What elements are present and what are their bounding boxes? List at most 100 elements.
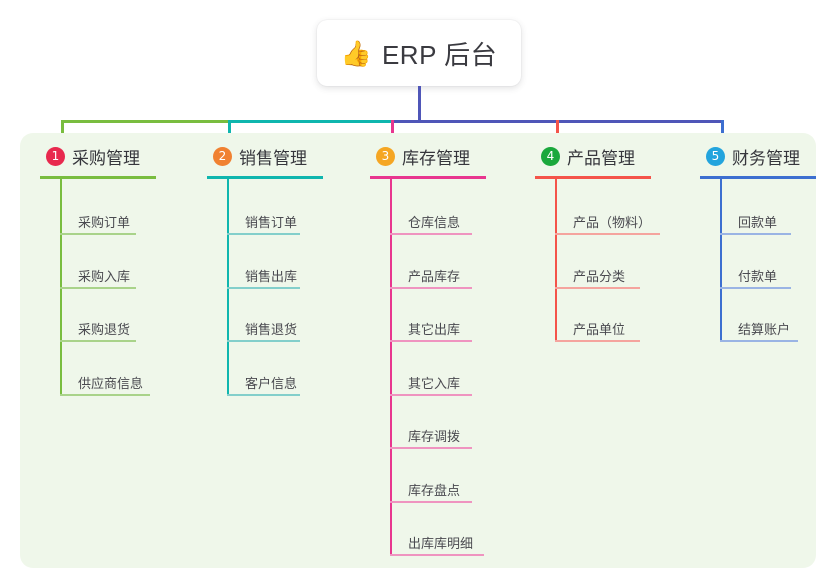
leaf-item-label: 仓库信息 — [408, 215, 461, 230]
leaf-item-rule — [227, 393, 300, 396]
branch-badge-4: 4 — [541, 146, 560, 166]
leaf-item-label: 采购退货 — [78, 322, 131, 337]
leaf-item-rule — [60, 393, 150, 396]
branch-column-2: 2 销售管理销售订单销售出库销售退货客户信息 — [195, 144, 323, 396]
leaf-item-rule — [390, 286, 472, 289]
leaf-item-rule — [60, 340, 136, 342]
branch-column-4: 4 产品管理产品（物料） 产品分类产品单位 — [523, 144, 660, 342]
leaf-item[interactable]: 销售出库 — [227, 266, 300, 289]
leaf-item-label: 销售出库 — [245, 268, 298, 284]
leaf-item[interactable]: 客户信息 — [227, 373, 300, 396]
leaf-item-label: 产品分类 — [573, 268, 626, 284]
branch-badge-2: 2 — [213, 146, 232, 166]
leaf-item-rule — [555, 340, 640, 342]
branch-label-4: 产品管理 — [567, 148, 635, 168]
branch-column-1: 1 采购管理采购订单采购入库采购退货供应商信息 — [28, 144, 156, 396]
leaf-item-rule — [720, 340, 798, 342]
leaf-item[interactable]: 结算账户 — [720, 319, 798, 342]
leaf-item[interactable]: 采购入库 — [60, 266, 136, 289]
branch-label-2: 销售管理 — [239, 148, 307, 168]
leaf-item-rule — [720, 233, 791, 235]
root-title: ERP 后台 — [381, 39, 498, 70]
leaf-item-rule — [227, 233, 300, 235]
branch-label-5: 财务管理 — [732, 148, 800, 168]
leaf-item[interactable]: 采购订单 — [60, 212, 136, 235]
leaf-item[interactable]: 产品分类 — [555, 266, 640, 289]
leaf-item-label: 产品单位 — [573, 322, 626, 337]
bus-segment-2 — [228, 120, 394, 123]
branch-rule-3 — [370, 176, 486, 179]
branch-column-3: 3 库存管理仓库信息产品库存其它出库其它入库库存调拨库存盘点出库库明细 — [358, 144, 486, 556]
leaf-item-rule — [720, 286, 791, 289]
leaf-item-rule — [390, 554, 484, 556]
leaf-item[interactable]: 仓库信息 — [390, 212, 472, 235]
leaf-item-label: 销售退货 — [245, 322, 298, 337]
leaf-item-label: 采购入库 — [78, 268, 131, 284]
leaf-item-label: 库存调拨 — [408, 429, 461, 444]
leaf-item-rule — [227, 340, 300, 342]
branch-rule-1 — [40, 176, 156, 179]
leaf-item[interactable]: 销售退货 — [227, 319, 300, 342]
leaf-item-label: 销售订单 — [245, 215, 298, 230]
branch-rule-2 — [207, 176, 323, 179]
leaf-item-rule — [390, 233, 472, 235]
branch-spine-1 — [60, 176, 62, 396]
leaf-item-label: 出库库明细 — [408, 536, 474, 551]
branch-header-4[interactable]: 4 产品管理 — [523, 144, 635, 168]
leaf-item-label: 采购订单 — [78, 215, 131, 230]
branch-header-5[interactable]: 5 财务管理 — [688, 144, 800, 168]
bus-segment-4 — [556, 120, 724, 123]
leaf-item-rule — [60, 233, 136, 235]
branch-label-3: 库存管理 — [402, 148, 470, 168]
branch-spine-3 — [390, 176, 392, 556]
leaf-item[interactable]: 产品单位 — [555, 319, 640, 342]
branch-label-1: 采购管理 — [72, 148, 140, 168]
leaf-item[interactable]: 销售订单 — [227, 212, 300, 235]
leaf-item[interactable]: 产品库存 — [390, 266, 472, 289]
leaf-item[interactable]: 库存盘点 — [390, 480, 472, 503]
branch-badge-3: 3 — [376, 146, 395, 166]
bus-segment-1 — [61, 120, 231, 123]
leaf-item-rule — [390, 447, 472, 449]
leaf-item[interactable]: 采购退货 — [60, 319, 136, 342]
leaf-item-label: 产品库存 — [408, 268, 461, 284]
root-stem — [418, 86, 421, 123]
thumbs-up-icon: 👍 — [340, 38, 372, 68]
leaf-item[interactable]: 其它入库 — [390, 373, 472, 396]
branch-rule-5 — [700, 176, 816, 179]
branch-header-1[interactable]: 1 采购管理 — [28, 144, 140, 168]
leaf-item[interactable]: 付款单 — [720, 266, 791, 289]
leaf-item-rule — [555, 286, 640, 289]
bus-segment-3 — [391, 120, 559, 123]
branch-spine-2 — [227, 176, 229, 396]
leaf-item-label: 产品（物料） — [573, 215, 652, 230]
branch-header-2[interactable]: 2 销售管理 — [195, 144, 307, 168]
leaf-item-label: 回款单 — [738, 215, 778, 230]
branch-badge-5: 5 — [706, 146, 725, 166]
leaf-item-label: 结算账户 — [738, 322, 791, 337]
leaf-item-rule — [390, 500, 472, 503]
leaf-item-label: 其它出库 — [408, 322, 461, 337]
leaf-item-rule — [227, 286, 300, 289]
root-node[interactable]: 👍 ERP 后台 — [317, 20, 521, 86]
branch-column-5: 5 财务管理回款单付款单结算账户 — [688, 144, 816, 342]
leaf-item-label: 库存盘点 — [408, 482, 461, 498]
branch-rule-4 — [535, 176, 651, 179]
leaf-item[interactable]: 库存调拨 — [390, 426, 472, 449]
leaf-item[interactable]: 其它出库 — [390, 319, 472, 342]
leaf-item[interactable]: 产品（物料） — [555, 212, 660, 235]
leaf-item-label: 供应商信息 — [78, 375, 144, 391]
leaf-item-rule — [390, 393, 472, 396]
branch-spine-4 — [555, 176, 557, 342]
leaf-item-label: 其它入库 — [408, 375, 461, 391]
leaf-item-rule — [60, 286, 136, 289]
leaf-item[interactable]: 回款单 — [720, 212, 791, 235]
leaf-item[interactable]: 供应商信息 — [60, 373, 150, 396]
branch-header-3[interactable]: 3 库存管理 — [358, 144, 470, 168]
branch-badge-1: 1 — [46, 146, 65, 166]
branch-spine-5 — [720, 176, 722, 342]
leaf-item-label: 付款单 — [738, 268, 778, 284]
leaf-item[interactable]: 出库库明细 — [390, 533, 484, 556]
branches-panel — [20, 133, 816, 568]
